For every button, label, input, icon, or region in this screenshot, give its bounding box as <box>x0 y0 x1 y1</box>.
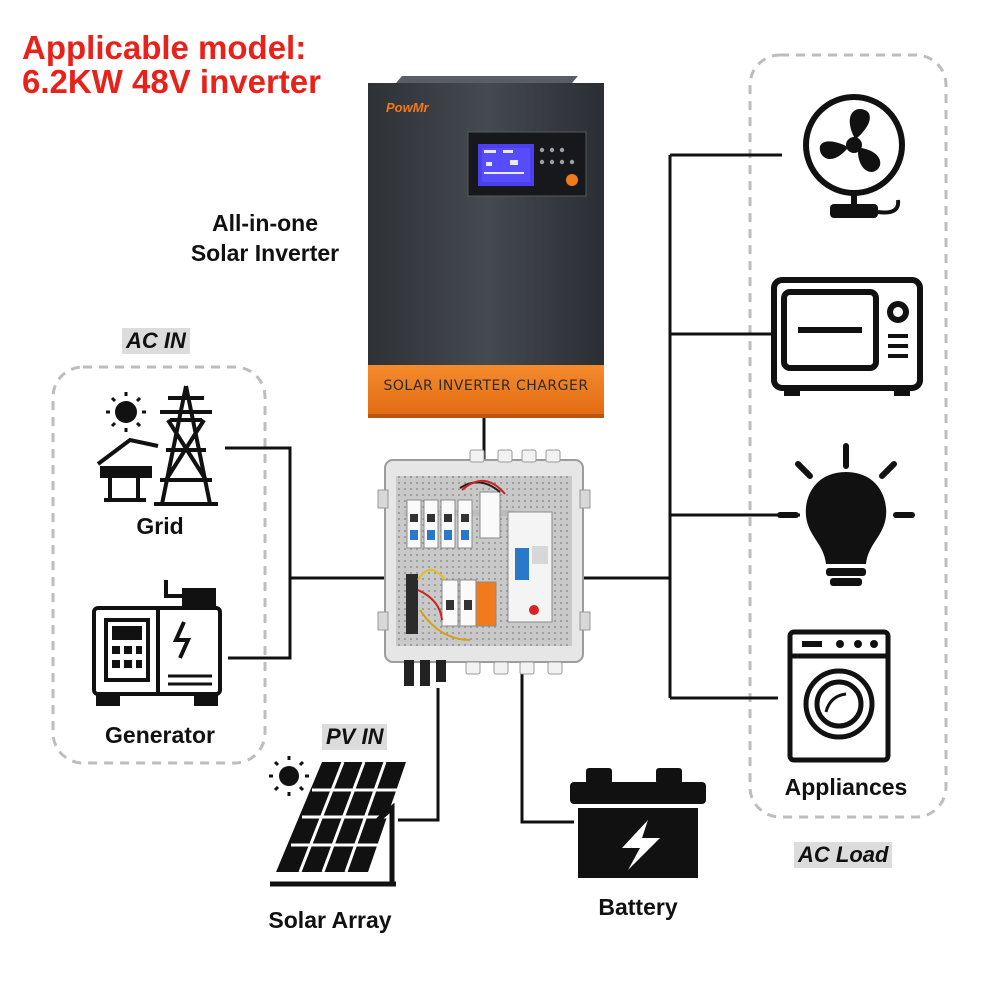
generator-icon <box>92 580 222 706</box>
grid-label: Grid <box>136 513 184 539</box>
model-title-line1: Applicable model: <box>22 29 307 66</box>
ac-load-tag: AC Load <box>794 842 893 868</box>
pv-line <box>398 688 440 822</box>
battery-icon <box>570 768 706 878</box>
ac-in-group-border <box>51 365 267 765</box>
battery-line <box>520 670 574 824</box>
light-bulb-icon <box>777 443 915 586</box>
solar-panel-icon <box>269 756 406 887</box>
generator-label: Generator <box>105 722 215 748</box>
distribution-box <box>377 449 591 686</box>
inverter-label-line2: Solar Inverter <box>190 240 340 266</box>
ac-in-tag: AC IN <box>122 328 190 354</box>
washing-machine-icon <box>787 629 891 763</box>
power-grid-icon <box>96 385 218 506</box>
grid-line <box>225 446 292 660</box>
battery-label: Battery <box>598 894 678 920</box>
ac-load-group-border <box>748 53 948 819</box>
pv-in-tag: PV IN <box>322 724 388 750</box>
inverter-power-button <box>566 174 578 186</box>
connection-lines <box>225 153 800 824</box>
appliances-label: Appliances <box>784 774 908 800</box>
solar-inverter <box>368 76 604 418</box>
inverter-brand-logo: PowMr <box>386 100 429 115</box>
inverter-band-text: SOLAR INVERTER CHARGER <box>383 378 589 394</box>
model-title-line2: 6.2KW 48V inverter <box>22 63 321 100</box>
microwave-icon <box>771 277 923 396</box>
solar-array-label: Solar Array <box>268 907 392 933</box>
fan-icon <box>803 94 905 218</box>
inverter-label-line1: All-in-one <box>211 210 319 236</box>
